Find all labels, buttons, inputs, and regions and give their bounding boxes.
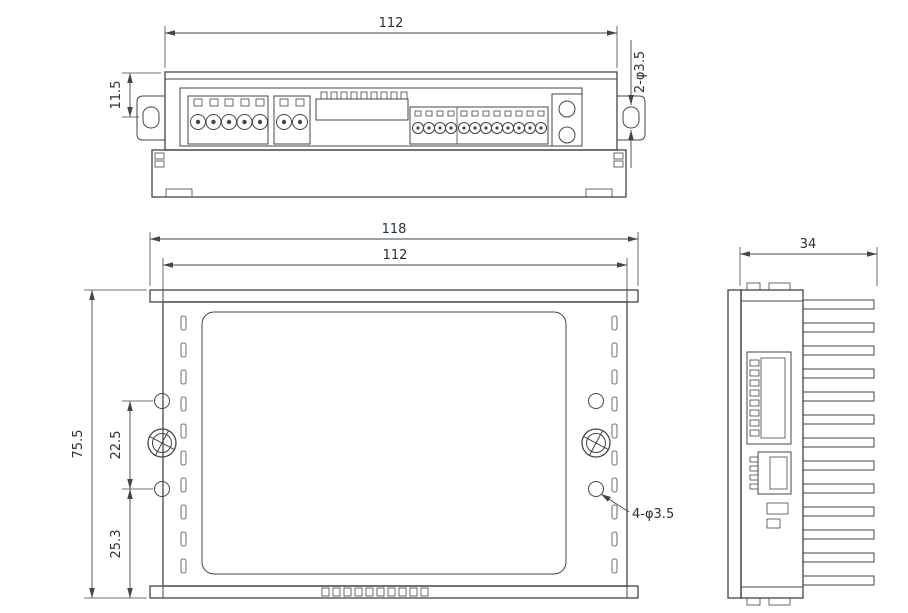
mount-ear-left <box>136 95 166 141</box>
mount-hole-bottom-left <box>154 481 170 497</box>
dim-top-width: 112 <box>164 16 618 68</box>
side-connector-lower <box>749 451 792 495</box>
fin-marks-right <box>611 315 618 574</box>
bottom-dip-detail <box>321 587 429 597</box>
dim-label-hole-bottom-offset: 25.3 <box>109 530 124 559</box>
screw-column-right <box>581 393 611 497</box>
dim-side-depth: 34 <box>739 237 878 286</box>
mount-ear-right <box>616 95 646 141</box>
mount-hole-bottom-right <box>588 481 604 497</box>
dim-label-front-outer-width: 118 <box>382 222 407 237</box>
screw-right <box>581 428 611 458</box>
dim-label-flange-height: 11.5 <box>109 81 124 110</box>
dim-hole-bottom-offset: 25.3 <box>109 489 133 598</box>
heatsink-fins <box>802 299 875 586</box>
front-body <box>149 289 639 599</box>
dim-front-height: 75.5 <box>71 289 147 599</box>
mount-hole-top-right <box>588 393 604 409</box>
terminal-strip-signal <box>409 106 549 145</box>
screw-left <box>147 428 177 458</box>
dim-hole-spacing: 22.5 <box>109 400 153 490</box>
side-connector-upper <box>746 351 792 445</box>
base-plate <box>151 149 627 198</box>
dim-label-mount-holes: 4-φ3.5 <box>632 507 674 522</box>
dim-label-front-body-width: 112 <box>383 248 408 263</box>
dim-label-slot-holes: 2-φ3.5 <box>633 51 648 93</box>
dim-label-hole-spacing: 22.5 <box>109 431 124 460</box>
hole-pair-block <box>551 93 583 147</box>
side-detail-blocks <box>766 502 789 529</box>
dim-front-outer-width: 118 <box>149 222 639 286</box>
fin-marks-left <box>180 315 187 574</box>
callout-mount-holes: 4-φ3.5 <box>600 493 674 522</box>
dim-slot-holes: 2-φ3.5 <box>628 40 648 168</box>
top-body <box>164 71 618 151</box>
dim-label-top-width: 112 <box>379 16 404 31</box>
top-view: 112 11.5 2-φ3.5 <box>109 16 648 198</box>
dim-label-side-depth: 34 <box>800 237 817 252</box>
terminal-block-supply <box>273 95 311 145</box>
mount-hole-top-left <box>154 393 170 409</box>
dip-switch <box>315 91 409 121</box>
side-view: 34 <box>727 237 878 606</box>
dim-label-front-height: 75.5 <box>71 430 86 459</box>
front-view: 118 112 75.5 22.5 25.3 <box>71 222 674 599</box>
dim-flange-height: 11.5 <box>109 72 161 118</box>
dim-front-body-width: 112 <box>162 248 628 299</box>
screw-column-left <box>147 393 177 497</box>
terminal-block-power <box>187 95 269 145</box>
